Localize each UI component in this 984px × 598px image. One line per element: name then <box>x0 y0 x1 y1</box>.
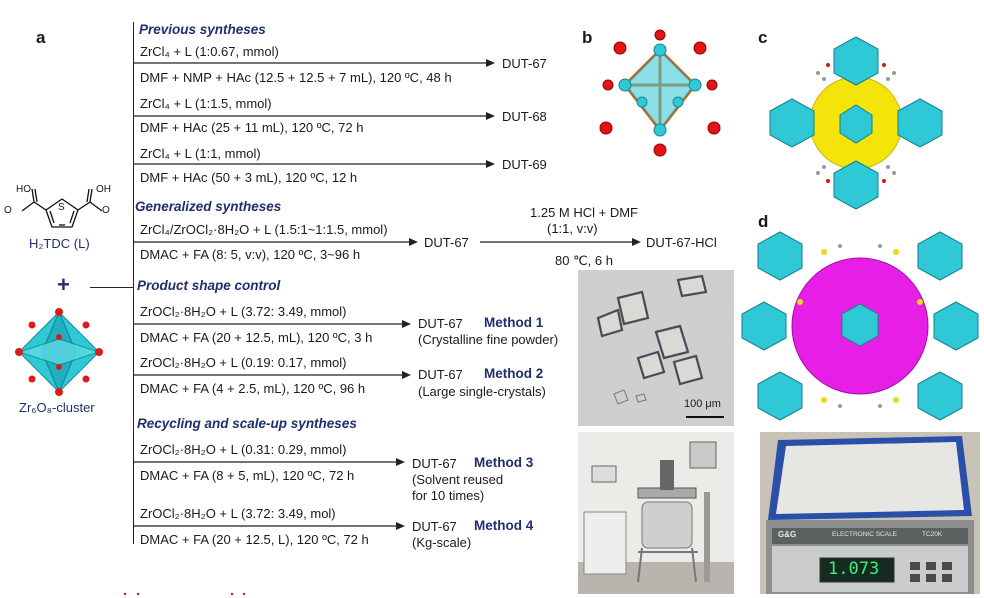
ligand-o-right: O <box>102 205 110 216</box>
prev-1-reactants: ZrCl₄ + L (1:0.67, mmol) <box>140 44 279 59</box>
framework-cage-yellow <box>769 36 943 210</box>
recycle-1-product: DUT-67 <box>412 456 457 471</box>
ligand-s-atom: S <box>58 202 65 213</box>
hcl-cond-bottom: 80 ℃, 6 h <box>555 253 613 268</box>
gen-conditions: DMAC + FA (8: 5, v:v), 120 ºC, 3~96 h <box>140 247 361 262</box>
scale-reading: 1.073 <box>828 559 880 579</box>
gen-reactants: ZrCl₄/ZrOCl₂·8H₂O + L (1.5:1~1:1.5, mmol… <box>140 222 388 237</box>
scale-bar-label: 100 μm <box>684 398 721 410</box>
recycle-1-reactants: ZrOCl₂·8H₂O + L (0.31: 0.29, mmol) <box>140 442 347 457</box>
prev-2-product: DUT-68 <box>502 109 547 124</box>
section-recycling: Recycling and scale-up syntheses <box>137 416 357 431</box>
recycle-2-product: DUT-67 <box>412 519 457 534</box>
panel-label-a: a <box>36 28 46 47</box>
panel-label-c: c <box>758 28 768 47</box>
shape-2-product: DUT-67 <box>418 367 463 382</box>
prev-3-product: DUT-69 <box>502 157 547 172</box>
shape-2-conditions: DMAC + FA (4 + 2.5, mL), 120 ºC, 96 h <box>140 381 366 396</box>
method-1-label: Method 1 <box>484 315 544 330</box>
plus-sign: + <box>57 272 70 297</box>
cluster-label: Zr₆O₈-cluster <box>19 400 95 415</box>
recycle-2-note: (Kg-scale) <box>412 535 472 550</box>
ligand-o-left: O <box>4 205 12 216</box>
recycle-1-arrow <box>134 458 405 466</box>
reactor-photo <box>578 432 734 594</box>
final-product: DUT-67-HCl <box>646 235 717 250</box>
method-3-label: Method 3 <box>474 455 534 470</box>
shape-1-reactants: ZrOCl₂·8H₂O + L (3.72: 3.49, mmol) <box>140 304 347 319</box>
shape-2-arrow <box>134 371 411 379</box>
method-4-label: Method 4 <box>474 518 534 533</box>
recycle-1-note-a: (Solvent reused <box>412 472 504 487</box>
hcl-arrow <box>480 238 641 246</box>
scale-model-number: TC20K <box>922 531 943 538</box>
method-2-label: Method 2 <box>484 366 544 381</box>
prev-1-product: DUT-67 <box>502 56 547 71</box>
prev-2-arrow <box>134 112 495 120</box>
ligand-structure <box>21 188 103 228</box>
red-dot-marks <box>123 592 246 596</box>
recycle-2-arrow <box>134 522 405 530</box>
section-previous: Previous syntheses <box>139 22 266 37</box>
hcl-cond-mid: (1:1, v:v) <box>547 221 598 236</box>
prev-3-conditions: DMF + HAc (50 + 3 mL), 120 ºC, 12 h <box>140 170 358 185</box>
crystal-micrograph: 100 μm <box>578 270 734 426</box>
prev-1-conditions: DMF + NMP + HAc (12.5 + 12.5 + 7 mL), 12… <box>140 70 452 85</box>
scale-model: ELECTRONIC SCALE <box>832 531 898 538</box>
prev-2-conditions: DMF + HAc (25 + 11 mL), 120 ºC, 72 h <box>140 120 364 135</box>
recycle-2-reactants: ZrOCl₂·8H₂O + L (3.72: 3.49, mol) <box>140 506 336 521</box>
zr6o8-cluster-model <box>15 308 103 396</box>
prev-3-reactants: ZrCl₄ + L (1:1, mmol) <box>140 146 261 161</box>
ligand-oh-left: HO <box>16 184 31 195</box>
framework-cage-magenta <box>741 231 979 421</box>
prev-1-arrow <box>134 59 495 67</box>
section-shape: Product shape control <box>137 278 281 293</box>
shape-1-note: (Crystalline fine powder) <box>418 332 559 347</box>
prev-3-arrow <box>134 160 495 168</box>
panel-label-d: d <box>758 212 769 231</box>
section-generalized: Generalized syntheses <box>135 199 282 214</box>
zr6o8-ball-stick-model <box>599 29 721 157</box>
prev-2-reactants: ZrCl₄ + L (1:1.5, mmol) <box>140 96 272 111</box>
recycle-1-conditions: DMAC + FA (8 + 5, mL), 120 ºC, 72 h <box>140 468 355 483</box>
ligand-oh-right: OH <box>96 184 111 195</box>
hcl-cond-top: 1.25 M HCl + DMF <box>530 205 638 220</box>
shape-1-conditions: DMAC + FA (20 + 12.5, mL), 120 ºC, 3 h <box>140 330 373 345</box>
scale-brand: G&G <box>778 530 797 539</box>
gen-product: DUT-67 <box>424 235 469 250</box>
ligand-label: H₂TDC (L) <box>29 236 90 251</box>
recycle-1-note-b: for 10 times) <box>412 488 485 503</box>
scale-photo: G&G ELECTRONIC SCALE TC20K 1.073 <box>760 432 980 594</box>
shape-2-reactants: ZrOCl₂·8H₂O + L (0.19: 0.17, mmol) <box>140 355 347 370</box>
panel-label-b: b <box>582 28 593 47</box>
gen-arrow <box>134 238 418 246</box>
shape-1-arrow <box>134 320 411 328</box>
shape-2-note: (Large single-crystals) <box>418 384 546 399</box>
recycle-2-conditions: DMAC + FA (20 + 12.5, L), 120 ºC, 72 h <box>140 532 369 547</box>
shape-1-product: DUT-67 <box>418 316 463 331</box>
